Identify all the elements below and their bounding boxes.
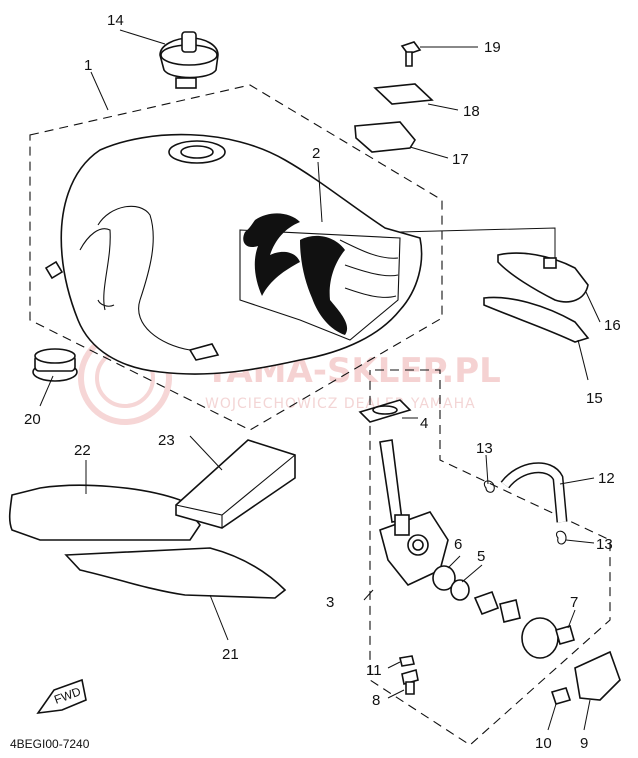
callout-10: 10 bbox=[535, 735, 552, 752]
fuel-cock bbox=[379, 439, 449, 586]
part-code: 4BEGI00-7240 bbox=[10, 737, 90, 751]
bolt-19 bbox=[400, 41, 422, 67]
clip-13-bottom bbox=[556, 530, 567, 545]
pad-23 bbox=[175, 439, 296, 529]
callout-8: 8 bbox=[372, 692, 380, 709]
callout-22: 22 bbox=[74, 442, 91, 459]
watermark-subtitle: WOJCIECHOWICZ DEALER YAMAHA bbox=[205, 396, 476, 412]
watermark: YAMA-SKLEP.PL WOJCIECHOWICZ DEALER YAMAH… bbox=[78, 331, 501, 425]
tank-cap bbox=[159, 31, 219, 89]
cover-16 bbox=[497, 252, 589, 303]
callout-17: 17 bbox=[452, 151, 469, 168]
bracket-17 bbox=[354, 121, 416, 153]
callout-14: 14 bbox=[107, 12, 124, 29]
callout-23: 23 bbox=[158, 432, 175, 449]
bracket-15 bbox=[483, 296, 590, 343]
callout-12: 12 bbox=[598, 470, 615, 487]
pad-21 bbox=[64, 547, 287, 599]
screw-8 bbox=[401, 668, 419, 695]
callout-11: 11 bbox=[366, 662, 382, 679]
pad-22 bbox=[8, 484, 201, 541]
callout-9: 9 bbox=[580, 735, 588, 752]
washer-11 bbox=[399, 655, 415, 667]
fuel-cock-group-outline bbox=[369, 369, 611, 746]
fwd-arrow: FWD bbox=[36, 678, 87, 715]
callout-7: 7 bbox=[570, 594, 578, 611]
callout-21: 21 bbox=[222, 646, 239, 663]
o-ring-6 bbox=[432, 565, 456, 591]
callout-15: 15 bbox=[586, 390, 603, 407]
damper-18 bbox=[373, 83, 434, 105]
tank-group-outline bbox=[29, 84, 443, 431]
callout-6: 6 bbox=[454, 536, 462, 553]
clip-13-top bbox=[483, 480, 495, 493]
fuel-tank bbox=[44, 133, 423, 375]
callout-3: 3 bbox=[326, 594, 334, 611]
callout-4: 4 bbox=[420, 415, 428, 432]
leader-lines bbox=[39, 29, 601, 731]
callout-20: 20 bbox=[24, 411, 41, 428]
callout-19: 19 bbox=[484, 39, 501, 56]
callout-18: 18 bbox=[463, 103, 480, 120]
callout-labels: 1 2 3 4 5 6 7 8 9 10 11 12 13 13 14 15 1… bbox=[24, 12, 621, 752]
callout-16: 16 bbox=[604, 317, 621, 334]
callout-13-top: 13 bbox=[476, 440, 493, 457]
grommet-20 bbox=[32, 348, 78, 382]
screw-10 bbox=[550, 687, 572, 705]
callout-2: 2 bbox=[312, 145, 320, 162]
lever-9 bbox=[574, 650, 621, 701]
o-ring-5 bbox=[450, 579, 470, 601]
screw-7 bbox=[555, 625, 575, 645]
callout-1: 1 bbox=[84, 57, 92, 74]
callout-13-bottom: 13 bbox=[596, 536, 613, 553]
plate bbox=[521, 617, 559, 659]
plunger bbox=[473, 590, 500, 616]
washer bbox=[499, 599, 521, 623]
callout-5: 5 bbox=[477, 548, 485, 565]
